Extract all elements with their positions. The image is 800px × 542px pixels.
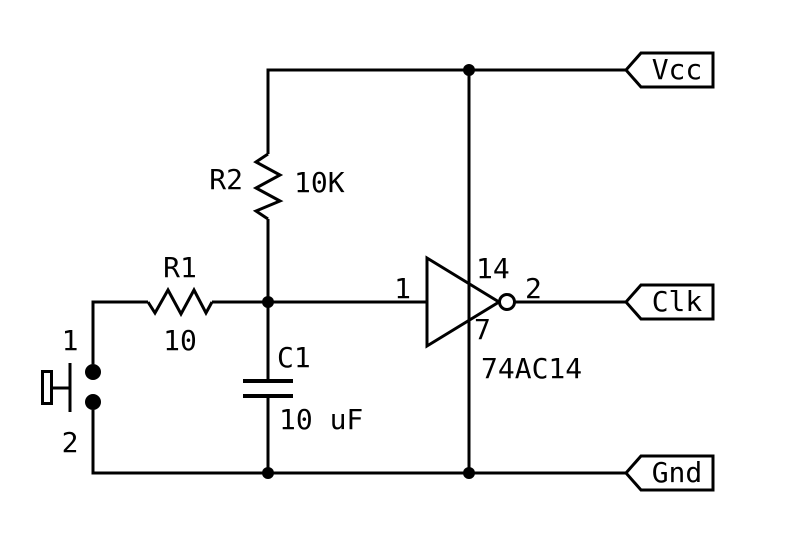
inverter-part-label: 74AC14 (481, 352, 582, 385)
junction-dot-ic-gnd (463, 467, 475, 479)
resistor-r2-symbol (252, 152, 284, 221)
capacitor-c1-value-label: 10 uF (279, 403, 363, 436)
inverter-pin-gnd-label: 7 (474, 313, 491, 346)
resistor-r2-value-label: 10K (294, 166, 345, 199)
gnd-flag-label: Gnd (652, 456, 703, 489)
wires (91, 68, 626, 475)
wire-r1-to-switch (91, 300, 148, 364)
inverter-pin-vcc-label: 14 (476, 252, 510, 285)
clk-flag-label: Clk (652, 285, 703, 318)
resistor-r1-symbol (146, 286, 214, 318)
switch-contact-bottom (85, 394, 101, 410)
inverter-triangle (425, 255, 502, 349)
vcc-flag-label: Vcc (652, 53, 703, 86)
resistor-r2: R2 10K (209, 152, 345, 221)
switch-button-cap (41, 370, 53, 405)
junction-dot-rc (262, 296, 274, 308)
junction-dot-c1-gnd (262, 467, 274, 479)
switch-contact-top (85, 364, 101, 380)
inverter-gate: 1 2 14 7 74AC14 (394, 252, 582, 385)
resistor-r2-ref-label: R2 (209, 163, 243, 196)
vcc-flag (623, 51, 715, 89)
wire-gnd-rail (91, 410, 626, 475)
resistor-r1-value-label: 10 (163, 324, 197, 357)
resistor-r1-ref-label: R1 (163, 251, 197, 284)
capacitor-c1-ref-label: C1 (277, 341, 311, 374)
pushbutton-switch: 1 2 (41, 324, 101, 459)
wire-vcc-rail (266, 68, 626, 154)
junctions (262, 64, 475, 479)
switch-pin-top-label: 1 (62, 324, 79, 357)
switch-pin-bottom-label: 2 (62, 426, 79, 459)
resistor-r1: R1 10 (146, 251, 214, 357)
inverter-output-bubble (498, 293, 516, 311)
capacitor-c1: C1 10 uF (243, 341, 363, 436)
net-flags: Vcc Clk Gnd (623, 51, 715, 492)
inverter-pin-input-label: 1 (394, 272, 411, 305)
gnd-flag (623, 454, 715, 492)
clk-flag (623, 283, 715, 321)
inverter-pin-output-label: 2 (525, 272, 542, 305)
junction-dot-vcc (463, 64, 475, 76)
